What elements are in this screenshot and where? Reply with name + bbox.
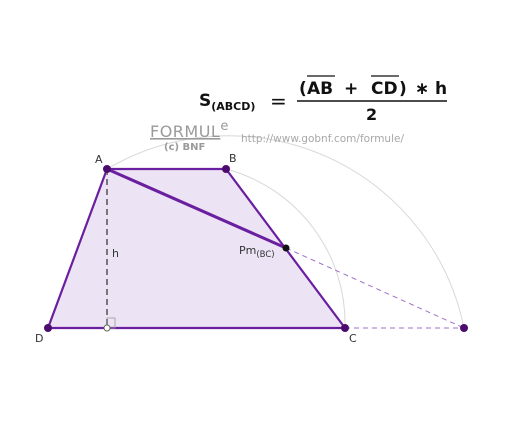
watermark-url[interactable]: http://www.gobnf.com/formule/ bbox=[241, 133, 404, 145]
point-extension[interactable] bbox=[460, 324, 468, 332]
formula-num-close: ) bbox=[399, 79, 407, 99]
dashed-pm-extension bbox=[285, 247, 465, 329]
formula-denominator: 2 bbox=[366, 105, 377, 124]
large-construction-arc bbox=[106, 135, 465, 329]
point-pm[interactable] bbox=[282, 244, 290, 252]
label-b: B bbox=[229, 152, 237, 165]
trapezoid-abcd bbox=[46, 167, 347, 330]
formula-lhs: S(ABCD) bbox=[199, 91, 255, 113]
label-c: C bbox=[349, 332, 357, 345]
formula-num-open: ( bbox=[299, 79, 307, 99]
watermark-brand-text: FORMUL bbox=[150, 122, 220, 141]
label-a: A bbox=[95, 153, 103, 166]
formula-times: ∗ bbox=[415, 79, 429, 99]
formula-lhs-symbol: S bbox=[199, 91, 211, 111]
point-a[interactable] bbox=[103, 165, 111, 173]
point-d[interactable] bbox=[44, 324, 52, 332]
point-c[interactable] bbox=[341, 324, 349, 332]
label-pm: Pm(BC) bbox=[239, 244, 275, 260]
watermark-brand: FORMULe bbox=[150, 119, 229, 141]
watermark-brand-sup: e bbox=[220, 119, 229, 134]
formula-seg1: AB bbox=[307, 79, 333, 99]
formula-equals: = bbox=[270, 89, 287, 113]
formula-plus: + bbox=[344, 79, 358, 99]
point-b[interactable] bbox=[222, 165, 230, 173]
label-pm-sub: (BC) bbox=[256, 250, 274, 260]
formula-height: h bbox=[435, 79, 447, 99]
label-h: h bbox=[112, 247, 119, 260]
formula-lhs-subscript: (ABCD) bbox=[211, 100, 255, 113]
label-d: D bbox=[35, 332, 43, 345]
label-pm-main: Pm bbox=[239, 244, 256, 257]
formula-seg2: CD bbox=[371, 79, 398, 99]
right-angle-marker bbox=[106, 317, 116, 329]
small-construction-arc bbox=[225, 168, 346, 329]
watermark-credit: (c) BNF bbox=[164, 142, 205, 153]
height-foot-point bbox=[103, 324, 111, 332]
segment-a-pm bbox=[106, 167, 287, 250]
